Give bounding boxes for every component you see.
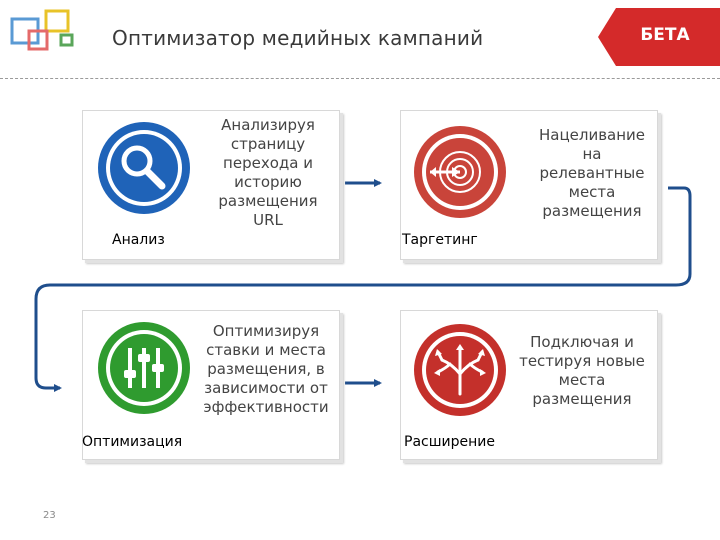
header-divider <box>0 78 720 79</box>
step-label-expansion: Расширение <box>404 434 495 450</box>
step-description-optimization: Оптимизируя ставки и места размещения, в… <box>203 322 329 416</box>
step-description-targeting: Нацеливание на релевантные места размеще… <box>538 126 646 220</box>
target-icon <box>414 126 506 218</box>
magnifier-icon <box>98 122 190 214</box>
logo-squares <box>10 9 74 51</box>
page-number: 23 <box>43 510 56 521</box>
beta-badge-label: БЕТА <box>640 25 690 45</box>
branching-tree-icon <box>414 324 506 416</box>
arrow-targeting-to-optimization <box>34 186 692 392</box>
step-description-expansion: Подключая и тестируя новые места размеще… <box>519 333 645 408</box>
beta-badge <box>598 8 720 66</box>
step-label-optimization: Оптимизация <box>82 434 183 450</box>
sliders-icon <box>98 322 190 414</box>
step-label-targeting: Таргетинг <box>402 232 478 248</box>
step-description-analysis: Анализируя страницу перехода и историю р… <box>218 116 318 229</box>
page-title: Оптимизатор медийных кампаний <box>112 26 484 50</box>
step-label-analysis: Анализ <box>112 232 165 248</box>
